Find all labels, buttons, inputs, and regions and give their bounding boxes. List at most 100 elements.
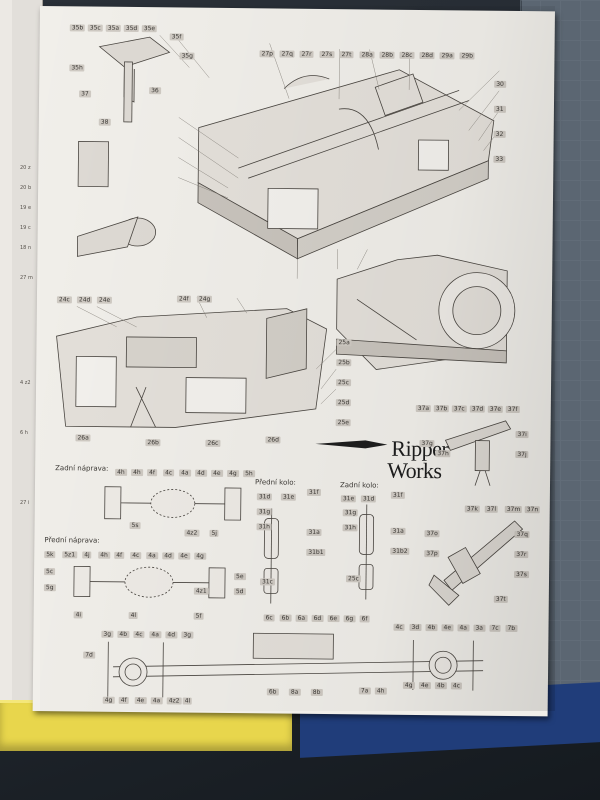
part-tag: 37k xyxy=(464,505,480,513)
part-tag: 4h xyxy=(115,468,127,476)
part-tag: 4c xyxy=(163,469,175,477)
part-tag: 31c xyxy=(259,578,275,586)
part-tag: 5d xyxy=(233,588,246,596)
part-tag: 37r xyxy=(514,550,529,559)
part-tag: 5f xyxy=(193,612,204,620)
part-tag: 30 xyxy=(494,80,506,88)
part-tag: 6f xyxy=(359,615,370,623)
part-tag: 6b xyxy=(266,688,279,696)
part-tag: 35f xyxy=(169,33,184,41)
part-tag: 8a xyxy=(288,688,301,696)
part-tag: 5h xyxy=(243,470,255,478)
part-tag: 37a xyxy=(415,404,432,413)
part-tag: 24g xyxy=(196,295,213,303)
part-tag: 4z2 xyxy=(184,529,200,537)
part-tag: 37h xyxy=(435,450,451,458)
part-tag: 35h xyxy=(69,64,85,72)
part-tag: 4a xyxy=(179,469,191,477)
part-tag: 31a xyxy=(306,528,322,536)
part-tag: 25a xyxy=(336,339,352,347)
part-tag: 25d xyxy=(335,399,352,407)
part-tag: 4a xyxy=(150,697,163,705)
part-tag: 37t xyxy=(493,595,508,603)
part-tag: 37d xyxy=(469,405,486,413)
part-tag: 31b2 xyxy=(390,547,410,555)
part-tag: 31b1 xyxy=(306,548,326,557)
part-tag: 6d xyxy=(311,614,324,622)
part-tag: 35b xyxy=(69,24,86,32)
part-tag: 4j xyxy=(82,551,92,559)
part-tag: 5e xyxy=(233,573,246,581)
part-tag: 35d xyxy=(123,24,140,33)
part-tag: 27q xyxy=(279,50,295,58)
cab-interior-drawing xyxy=(56,308,328,428)
part-tag: 24d xyxy=(76,296,93,304)
part-tag: 31f xyxy=(390,491,405,499)
left-sheet-text: 4 z2 xyxy=(20,380,31,386)
part-tag: 5c xyxy=(44,568,56,576)
part-tag: 31h xyxy=(256,523,273,531)
left-sheet-text: 19 c xyxy=(20,225,31,231)
part-tag: 4f xyxy=(118,696,129,704)
part-tag: 4d xyxy=(195,469,207,477)
logo-blade-icon xyxy=(315,440,388,449)
part-tag: 26d xyxy=(265,436,281,444)
part-tag: 27r xyxy=(299,50,314,58)
part-tag: 4e xyxy=(441,624,454,632)
part-tag: 4a xyxy=(457,624,470,632)
rear-tyre-part-drawing xyxy=(76,141,157,257)
rear-wheel-label: Zadní kolo: xyxy=(339,481,379,490)
part-tag: 4g xyxy=(194,552,206,560)
part-tag: 4e xyxy=(134,697,147,705)
part-tag: 6b xyxy=(279,614,292,622)
part-tag: 28a xyxy=(359,51,375,59)
part-tag: 4z2 xyxy=(166,697,182,705)
part-tag: 5s xyxy=(129,521,141,530)
part-tag: 4a xyxy=(146,552,158,560)
part-tag: 4l xyxy=(182,697,193,705)
part-tag: 37f xyxy=(505,405,520,414)
part-tag: 4c xyxy=(133,631,145,639)
part-tag: 31e xyxy=(280,493,297,501)
part-tag: 37q xyxy=(514,530,530,539)
part-tag: 37n xyxy=(524,506,541,514)
front-wheel-label: Přední kolo: xyxy=(254,478,296,487)
part-tag: 6e xyxy=(327,615,340,623)
part-tag: 35g xyxy=(179,52,195,60)
part-tag: 5j xyxy=(209,529,220,537)
part-tag: 33 xyxy=(493,155,506,163)
part-tag: 36 xyxy=(149,87,161,95)
part-tag: 26c xyxy=(205,439,221,447)
part-tag: 5z1 xyxy=(62,551,78,559)
part-tag: 4g xyxy=(102,696,115,704)
part-tag: 4d xyxy=(162,552,174,560)
rear-axle-label: Zadní náprava: xyxy=(55,464,109,473)
part-tag: 4b xyxy=(117,630,130,638)
part-tag: 4d xyxy=(165,631,178,639)
front-axle-label: Přední náprava: xyxy=(44,536,100,545)
part-tag: 35a xyxy=(105,24,122,32)
machine-gun-drawing-2 xyxy=(428,520,524,606)
part-tag: 4h xyxy=(374,687,387,695)
part-tag: 5g xyxy=(43,584,56,592)
cab-front-drawing xyxy=(335,254,516,370)
part-tag: 4h xyxy=(131,468,143,477)
part-tag: 8b xyxy=(310,688,323,696)
part-tag: 37m xyxy=(504,505,523,514)
part-35-drawing xyxy=(98,36,171,123)
part-tag: 5k xyxy=(44,551,56,559)
part-tag: 37s xyxy=(514,570,529,579)
part-tag: 37e xyxy=(487,405,504,413)
part-tag: 27t xyxy=(339,51,354,59)
part-tag: 4i xyxy=(73,611,84,619)
part-tag: 38 xyxy=(98,118,111,126)
assembly-drawing xyxy=(56,35,524,698)
part-tag: 24c xyxy=(56,296,72,304)
part-tag: 4g xyxy=(402,681,415,689)
machine-gun-drawing-1 xyxy=(444,420,512,486)
part-tag: 25b xyxy=(336,359,352,367)
part-tag: 7c xyxy=(489,624,501,632)
part-tag: 4f xyxy=(114,551,125,559)
part-tag: 4f xyxy=(147,469,158,477)
left-sheet-text: 20 z xyxy=(20,165,31,171)
